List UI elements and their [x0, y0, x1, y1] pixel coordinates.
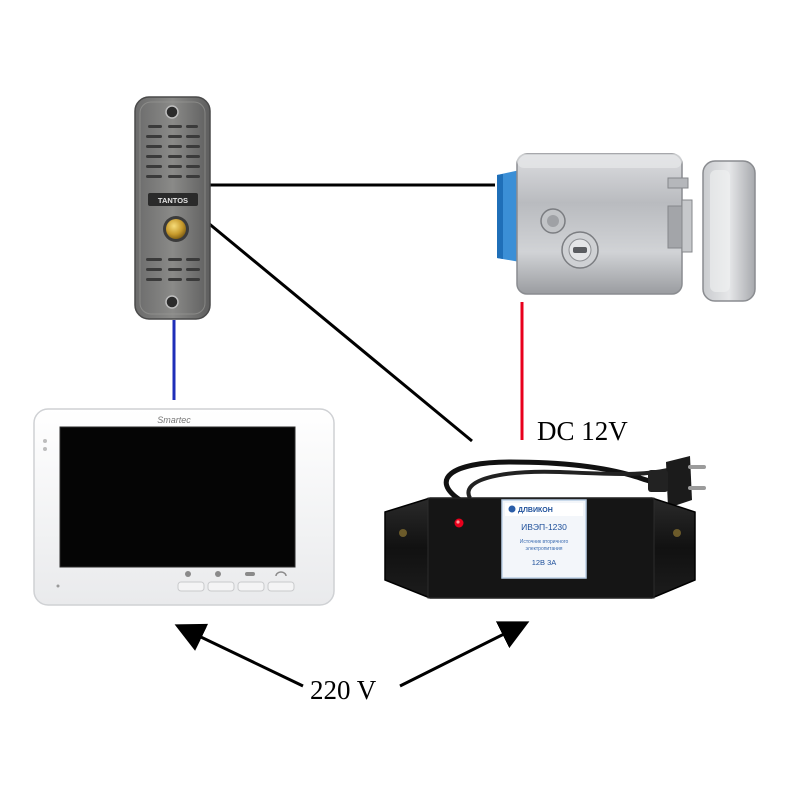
call-button	[166, 219, 186, 239]
power-supply-icon: ДЛВИКОН ИВЭП-1230 Источник вторичного эл…	[384, 456, 706, 599]
psu-model: ИВЭП-1230	[521, 522, 567, 532]
video-monitor-icon: Smartec	[33, 408, 335, 606]
ac-voltage-label: 220 V	[310, 675, 377, 705]
dc-voltage-label: DC 12V	[537, 416, 628, 446]
panel-to-psu-wire	[206, 220, 473, 443]
call-panel-brand: TANTOS	[158, 196, 188, 205]
monitor-brand: Smartec	[157, 415, 191, 425]
electric-lock-icon	[497, 153, 756, 302]
psu-description-line1: Источник вторичного	[520, 539, 569, 545]
psu-brand: ДЛВИКОН	[518, 507, 553, 514]
arrow-to-power-supply	[399, 621, 530, 688]
call-panel-icon: TANTOS	[134, 96, 211, 320]
psu-rating: 12В 3А	[532, 558, 557, 567]
monitor-buttons	[177, 571, 295, 592]
arrow-to-monitor	[174, 623, 304, 688]
psu-description-line2: электропитания	[525, 546, 562, 552]
